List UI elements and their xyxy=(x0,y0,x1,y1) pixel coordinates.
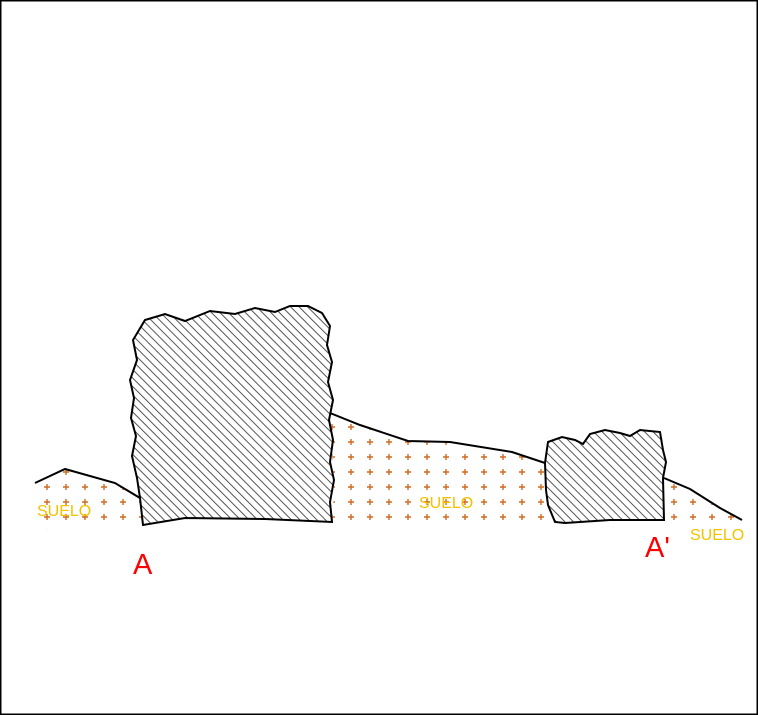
rock-outcrop-large xyxy=(130,306,334,525)
soil-label-middle: SUELO xyxy=(419,495,473,512)
soil-label-right: SUELO xyxy=(690,527,744,544)
section-point-a: A xyxy=(133,549,153,581)
soil-right-region xyxy=(664,478,742,523)
section-point-a-prime: A' xyxy=(645,532,670,564)
soil-label-left: SUELO xyxy=(37,503,91,520)
rock-outcrop-small xyxy=(545,430,666,523)
